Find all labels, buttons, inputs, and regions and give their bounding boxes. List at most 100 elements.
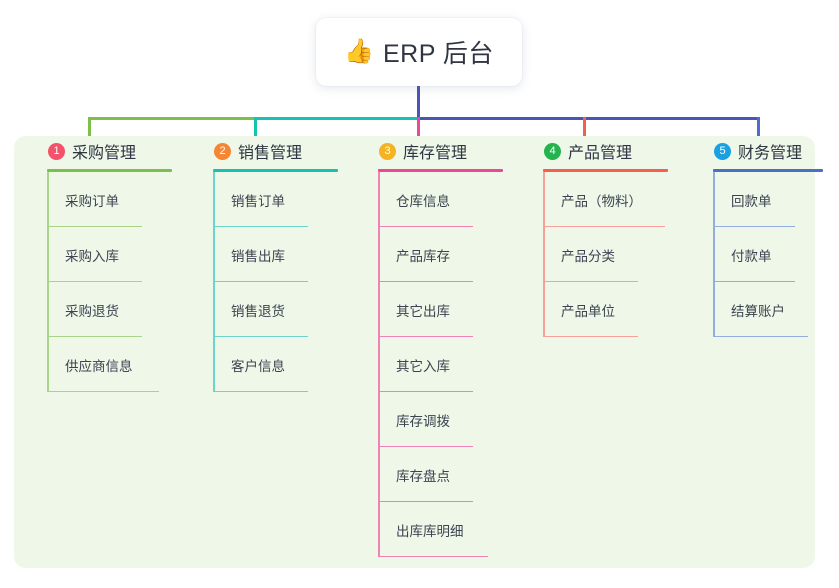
connector-root-stem bbox=[417, 86, 420, 119]
column-1: 1 采购管理采购订单采购入库采购退货供应商信息 bbox=[38, 136, 198, 392]
column-header-3[interactable]: 3 库存管理 bbox=[369, 136, 529, 166]
column-stem bbox=[543, 172, 545, 337]
connector-drop-2 bbox=[254, 117, 257, 139]
column-number-badge: 1 bbox=[48, 142, 65, 160]
thumbs-up-icon: 👍 bbox=[344, 38, 374, 65]
connector-drop-3 bbox=[417, 117, 420, 139]
column-stem bbox=[213, 172, 215, 392]
list-item-rule bbox=[378, 445, 473, 447]
page-title: ERP 后台 bbox=[382, 40, 494, 68]
list-item[interactable]: 销售出库 bbox=[204, 227, 364, 282]
list-item-rule bbox=[213, 390, 308, 392]
list-item-label: 结算账户 bbox=[731, 304, 785, 319]
column-items: 仓库信息产品库存其它出库其它入库库存调拨库存盘点出库库明细 bbox=[369, 172, 529, 557]
column-2: 2 销售管理销售订单销售出库销售退货客户信息 bbox=[204, 136, 364, 392]
list-item-rule bbox=[378, 335, 473, 337]
list-item-rule bbox=[378, 280, 473, 282]
connector-drop-1 bbox=[88, 117, 91, 139]
list-item[interactable]: 库存调拨 bbox=[369, 392, 529, 447]
column-title: 采购管理 bbox=[72, 145, 137, 162]
list-item-label: 采购退货 bbox=[65, 304, 119, 319]
column-header-rule bbox=[47, 169, 172, 172]
list-item-label: 库存盘点 bbox=[396, 469, 450, 484]
list-item-label: 销售订单 bbox=[231, 194, 285, 209]
column-header-1[interactable]: 1 采购管理 bbox=[38, 136, 198, 166]
column-header-rule bbox=[543, 169, 668, 172]
list-item-label: 销售退货 bbox=[231, 304, 285, 319]
root-node-card[interactable]: 👍 ERP 后台 bbox=[316, 18, 522, 86]
list-item-rule bbox=[47, 225, 142, 227]
column-items: 回款单付款单结算账户 bbox=[704, 172, 839, 337]
column-5: 5 财务管理回款单付款单结算账户 bbox=[704, 136, 839, 337]
list-item-label: 其它出库 bbox=[396, 304, 450, 319]
list-item[interactable]: 结算账户 bbox=[704, 282, 839, 337]
list-item-label: 库存调拨 bbox=[396, 414, 450, 429]
column-3: 3 库存管理仓库信息产品库存其它出库其它入库库存调拨库存盘点出库库明细 bbox=[369, 136, 529, 557]
list-item[interactable]: 产品分类 bbox=[534, 227, 694, 282]
list-item-rule bbox=[378, 390, 473, 392]
column-title: 财务管理 bbox=[738, 145, 803, 162]
list-item-rule bbox=[47, 390, 159, 392]
list-item[interactable]: 采购订单 bbox=[38, 172, 198, 227]
column-items: 产品（物料） 产品分类产品单位 bbox=[534, 172, 694, 337]
list-item-label: 供应商信息 bbox=[65, 359, 133, 374]
list-item-label: 付款单 bbox=[731, 249, 772, 264]
list-item[interactable]: 回款单 bbox=[704, 172, 839, 227]
column-header-2[interactable]: 2 销售管理 bbox=[204, 136, 364, 166]
column-number-badge: 2 bbox=[214, 142, 231, 160]
column-stem bbox=[47, 172, 49, 392]
list-item-rule bbox=[378, 500, 473, 502]
column-header-rule bbox=[378, 169, 503, 172]
list-item[interactable]: 库存盘点 bbox=[369, 447, 529, 502]
column-stem bbox=[378, 172, 380, 557]
column-number-badge: 4 bbox=[544, 142, 561, 160]
list-item[interactable]: 仓库信息 bbox=[369, 172, 529, 227]
column-title: 销售管理 bbox=[238, 145, 303, 162]
list-item-rule bbox=[713, 225, 795, 227]
list-item-label: 出库库明细 bbox=[396, 524, 464, 539]
column-number-badge: 5 bbox=[714, 142, 731, 160]
list-item-rule bbox=[47, 335, 142, 337]
list-item-rule bbox=[543, 335, 638, 337]
list-item[interactable]: 采购退货 bbox=[38, 282, 198, 337]
list-item-rule bbox=[213, 225, 308, 227]
column-number-badge: 3 bbox=[379, 142, 396, 160]
list-item[interactable]: 供应商信息 bbox=[38, 337, 198, 392]
list-item[interactable]: 客户信息 bbox=[204, 337, 364, 392]
column-header-rule bbox=[213, 169, 338, 172]
list-item[interactable]: 产品库存 bbox=[369, 227, 529, 282]
list-item-label: 产品库存 bbox=[396, 249, 450, 264]
list-item[interactable]: 销售退货 bbox=[204, 282, 364, 337]
list-item-label: 产品（物料） bbox=[561, 194, 642, 209]
list-item-label: 仓库信息 bbox=[396, 194, 450, 209]
list-item-label: 产品分类 bbox=[561, 249, 615, 264]
list-item[interactable]: 采购入库 bbox=[38, 227, 198, 282]
column-header-5[interactable]: 5 财务管理 bbox=[704, 136, 839, 166]
column-items: 销售订单销售出库销售退货客户信息 bbox=[204, 172, 364, 392]
list-item-rule bbox=[713, 280, 795, 282]
list-item-rule bbox=[213, 280, 308, 282]
list-item-rule bbox=[543, 280, 638, 282]
column-header-4[interactable]: 4 产品管理 bbox=[534, 136, 694, 166]
column-items: 采购订单采购入库采购退货供应商信息 bbox=[38, 172, 198, 392]
list-item-rule bbox=[213, 335, 308, 337]
list-item[interactable]: 销售订单 bbox=[204, 172, 364, 227]
list-item[interactable]: 产品（物料） bbox=[534, 172, 694, 227]
list-item-label: 回款单 bbox=[731, 194, 772, 209]
list-item-rule bbox=[47, 280, 142, 282]
list-item[interactable]: 出库库明细 bbox=[369, 502, 529, 557]
column-4: 4 产品管理产品（物料） 产品分类产品单位 bbox=[534, 136, 694, 337]
list-item[interactable]: 付款单 bbox=[704, 227, 839, 282]
list-item-label: 其它入库 bbox=[396, 359, 450, 374]
connector-bus-segment-3 bbox=[418, 117, 760, 120]
connector-drop-4 bbox=[583, 117, 586, 139]
connector-drop-5 bbox=[757, 117, 760, 139]
column-stem bbox=[713, 172, 715, 337]
connector-bus-segment-2 bbox=[255, 117, 419, 120]
list-item[interactable]: 其它出库 bbox=[369, 282, 529, 337]
column-header-rule bbox=[713, 169, 823, 172]
list-item[interactable]: 其它入库 bbox=[369, 337, 529, 392]
column-title: 库存管理 bbox=[403, 145, 468, 162]
column-title: 产品管理 bbox=[568, 145, 633, 162]
list-item[interactable]: 产品单位 bbox=[534, 282, 694, 337]
